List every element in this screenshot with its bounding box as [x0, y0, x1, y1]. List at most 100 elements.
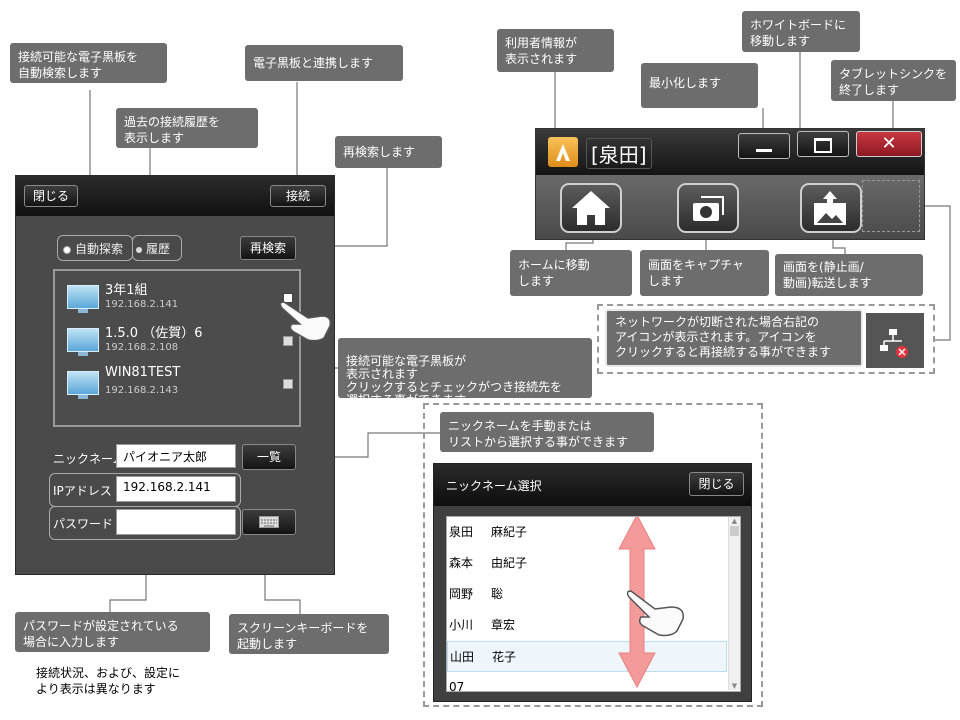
research-button[interactable]: 再検索 — [240, 236, 296, 260]
nickname-item[interactable]: 森本 由紀子 — [447, 548, 727, 579]
callout-history: 過去の接続履歴を 表示します — [116, 108, 258, 148]
home-button[interactable] — [560, 183, 622, 233]
footnote: 接続状況、および、設定に より表示は異なります — [36, 666, 181, 696]
nickname-item[interactable]: 小川章宏 — [447, 610, 727, 641]
hand-pointer-icon — [279, 301, 332, 342]
close-button[interactable]: 閉じる — [24, 185, 78, 207]
nickname-first: 聡 — [491, 587, 504, 601]
callout-connect: 電子黒板と連携します — [245, 45, 403, 81]
radio-history-outline — [132, 235, 182, 261]
hand-pointer-icon — [627, 590, 684, 637]
home-icon — [572, 191, 610, 225]
nickname-item[interactable]: 07 — [447, 672, 727, 692]
nickname-last: 岡野 — [449, 587, 474, 601]
whiteboard-name: 1.5.0 （佐賀）6 — [105, 326, 203, 341]
nickname-first: 麻紀子 — [491, 525, 528, 539]
minimize-icon — [756, 149, 772, 152]
radio-history-label: 履歴 — [146, 242, 171, 256]
camera-capture-icon — [693, 196, 724, 221]
network-area — [597, 304, 935, 374]
monitor-icon — [67, 328, 99, 356]
nickname-last: 山田 — [450, 650, 475, 664]
reconnect-button[interactable] — [866, 313, 924, 368]
whiteboard-item[interactable]: 1.5.0 （佐賀）6 192.168.2.108 — [67, 322, 297, 362]
whiteboard-item[interactable]: WIN81TEST 192.168.2.143 — [67, 365, 297, 405]
ip-address-field[interactable]: 192.168.2.141 — [116, 476, 236, 502]
network-icon-slot — [862, 180, 920, 232]
nickname-popup: ニックネーム選択 閉じる 泉田 麻紀子 森本 由紀子 岡野 聡 小川章宏 山田 花子 0… — [433, 463, 752, 702]
transfer-button[interactable] — [800, 183, 862, 233]
callout-capture: 画面をキャプチャ します — [640, 250, 769, 296]
whiteboard-button[interactable] — [797, 131, 849, 157]
whiteboard-name: 3年1組 — [105, 283, 148, 298]
callout-list-text: 接続可能な電子黒板が 表示されます クリックするとチェックがつき接続先を 選択す… — [346, 354, 563, 407]
nickname-first: 由紀子 — [491, 556, 528, 570]
app-logo-icon — [548, 137, 578, 167]
logo-shape-icon — [556, 144, 570, 161]
whiteboard-icon — [814, 138, 832, 153]
radio-auto-search[interactable]: 自動探索 — [63, 240, 123, 257]
scroll-down-arrow-icon[interactable]: ▼ — [731, 682, 738, 690]
connection-panel: 閉じる 接続 自動探索 履歴 再検索 3年1組 192.168.2.141 1.… — [15, 175, 335, 575]
nickname-list: 泉田 麻紀子 森本 由紀子 岡野 聡 小川章宏 山田 花子 07 ▲ ▼ — [446, 516, 741, 692]
password-field[interactable] — [116, 509, 236, 535]
whiteboard-checkbox[interactable] — [283, 336, 293, 346]
nickname-first: 章宏 — [491, 618, 516, 632]
image-upload-icon — [814, 191, 846, 225]
monitor-icon — [67, 285, 99, 313]
network-disconnected-icon — [880, 329, 908, 358]
nickname-field[interactable]: パイオニア太郎 — [116, 444, 236, 468]
radio-auto-label: 自動探索 — [75, 242, 124, 256]
user-name: [泉田] — [586, 138, 652, 169]
radio-dot-icon — [136, 246, 142, 253]
callout-research: 再検索します — [335, 136, 442, 168]
password-label: パスワード — [53, 517, 114, 531]
radio-history[interactable]: 履歴 — [136, 240, 170, 257]
scroll-up-arrow-icon[interactable]: ▲ — [731, 517, 738, 525]
whiteboard-checkbox[interactable] — [283, 293, 293, 303]
close-x-icon: ✕ — [881, 133, 897, 154]
callout-keyboard: スクリーンキーボードを 起動します — [229, 614, 389, 654]
capture-button[interactable] — [677, 183, 739, 233]
whiteboard-checkbox[interactable] — [283, 379, 293, 389]
radio-dot-icon — [63, 245, 71, 254]
popup-title: ニックネーム選択 — [446, 479, 542, 493]
list-scrollbar[interactable]: ▲ ▼ — [728, 517, 740, 690]
nickname-item[interactable]: 泉田 麻紀子 — [447, 517, 727, 548]
callout-network: ネットワークが切断された場合右記の アイコンが表示されます。アイコンを クリック… — [605, 309, 863, 367]
whiteboard-ip: 192.168.2.143 — [105, 385, 179, 396]
nickname-item[interactable]: 岡野 聡 — [447, 579, 727, 610]
tablet-sync-toolbar: [泉田] ✕ — [535, 128, 925, 240]
ip-label: IPアドレス — [53, 484, 112, 498]
callout-auto-search: 接続可能な電子黒板を 自動検索します — [10, 43, 167, 83]
nickname-label: ニックネーム — [53, 452, 125, 466]
password-group-outline — [49, 506, 241, 540]
whiteboard-list: 3年1組 192.168.2.141 1.5.0 （佐賀）6 192.168.2… — [53, 269, 301, 427]
whiteboard-name: WIN81TEST — [105, 365, 181, 380]
callout-nickname: ニックネームを手動または リストから選択する事ができます — [440, 412, 654, 452]
whiteboard-ip: 192.168.2.108 — [105, 342, 179, 353]
callout-whiteboard-list: 接続可能な電子黒板が 表示されます クリックするとチェックがつき接続先を 選択す… — [338, 338, 592, 407]
nickname-item[interactable]: 山田 花子 — [447, 641, 727, 672]
toolbar-actions — [536, 175, 924, 239]
callout-home: ホームに移動 します — [510, 250, 632, 296]
callout-user-info: 利用者情報が 表示されます — [497, 29, 614, 72]
nickname-last: 森本 — [449, 556, 474, 570]
nickname-area — [423, 403, 763, 707]
whiteboard-item[interactable]: 3年1組 192.168.2.141 — [67, 279, 297, 319]
nickname-last: 07 — [449, 680, 465, 692]
minimize-button[interactable] — [738, 133, 790, 159]
screen-keyboard-button[interactable] — [242, 509, 296, 535]
nickname-list-button[interactable]: 一覧 — [242, 444, 296, 470]
connect-button[interactable]: 接続 — [270, 185, 326, 207]
keyboard-icon — [259, 516, 279, 528]
callout-minimize: 最小化します — [641, 63, 758, 108]
nickname-first: 花子 — [492, 650, 517, 664]
scroll-thumb[interactable] — [730, 526, 739, 536]
end-sync-button[interactable]: ✕ — [856, 131, 922, 157]
monitor-icon — [67, 371, 99, 399]
nickname-last: 泉田 — [449, 525, 474, 539]
popup-close-button[interactable]: 閉じる — [689, 472, 744, 496]
toolbar-header: [泉田] ✕ — [536, 129, 924, 175]
callout-whiteboard: ホワイトボードに 移動します — [742, 11, 860, 52]
